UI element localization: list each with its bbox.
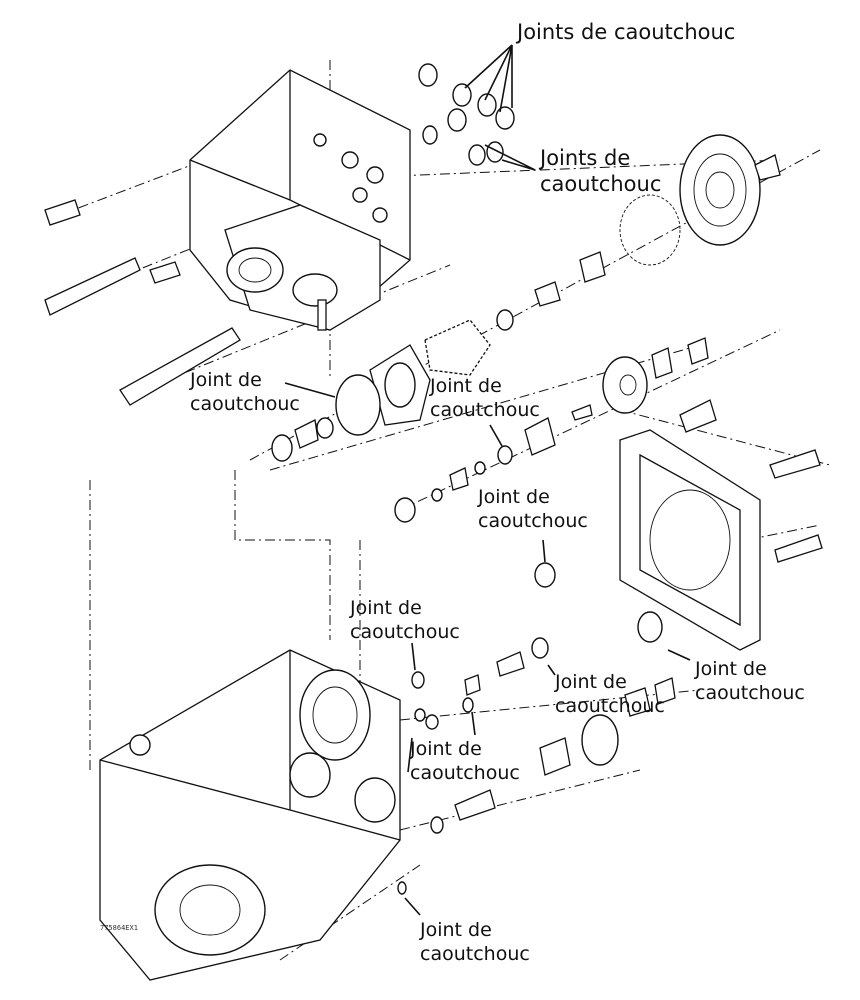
valve-middle xyxy=(271,319,491,462)
top-seals xyxy=(418,44,536,171)
label-seals-upper-pair: Joints de caoutchouc xyxy=(540,146,662,196)
upper-bolts xyxy=(44,199,241,406)
label-seal-bottom: Joint de caoutchouc xyxy=(420,919,530,965)
cover-plate xyxy=(534,429,823,661)
label-seal-mid-right: Joint de caoutchouc xyxy=(478,486,588,532)
label-seal-large-ring: Joint de caoutchouc xyxy=(190,369,300,415)
diaphragm-upper xyxy=(496,134,781,331)
mid-right-parts xyxy=(394,337,717,523)
lower-parts xyxy=(397,637,676,916)
label-seal-lower-center: Joint de caoutchouc xyxy=(410,738,520,784)
upper-housing xyxy=(189,69,411,331)
label-seal-mid-valve: Joint de caoutchouc xyxy=(430,375,540,421)
label-seal-lower-left: Joint de caoutchouc xyxy=(350,597,460,643)
label-seals-top-group: Joints de caoutchouc xyxy=(517,20,736,44)
lower-housing xyxy=(99,649,401,981)
reference-code: 775864EX1 xyxy=(100,924,138,932)
label-seal-lower-spring: Joint de caoutchouc xyxy=(555,671,665,717)
label-seal-cover-plate: Joint de caoutchouc xyxy=(695,658,805,704)
